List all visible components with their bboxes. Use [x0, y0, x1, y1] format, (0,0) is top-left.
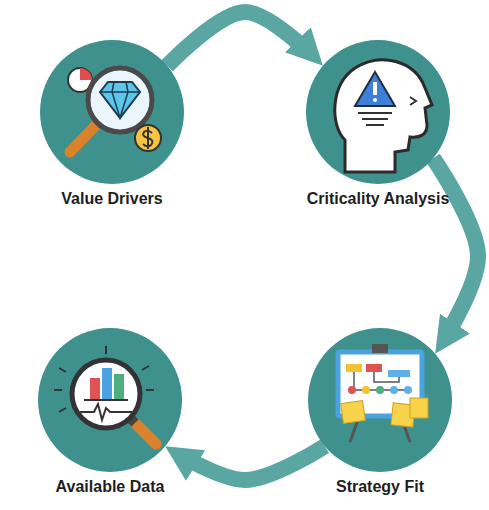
flow-dot [362, 386, 370, 394]
teal-circle: Criticality Analysis [306, 40, 450, 184]
lens-handle [134, 422, 156, 444]
flow-lines [352, 372, 410, 390]
coin-symbol [135, 125, 161, 151]
data-bar [90, 378, 100, 400]
teal-circle: Value Drivers [40, 40, 184, 184]
cycle-arrow [433, 158, 478, 353]
magnifier-lens [88, 68, 152, 132]
teal-circle: Strategy Fit [308, 328, 452, 472]
flow-dot [390, 386, 398, 394]
lens-handle [70, 124, 97, 152]
flow-dot [404, 386, 412, 394]
warning-mark [373, 82, 377, 95]
label-holder: Strategy Fit [336, 477, 424, 497]
board-clip [372, 344, 388, 353]
label-holder: Criticality Analysis [307, 189, 450, 209]
warning-triangle [355, 72, 395, 106]
flow-dot [348, 386, 356, 394]
criticality-icon [335, 60, 432, 172]
node-label: Available Data [56, 477, 165, 497]
flow-box [346, 364, 362, 372]
flow-dot [376, 386, 384, 394]
sticky-note [391, 403, 415, 427]
pulse-line [80, 404, 132, 420]
value-icon [68, 68, 161, 152]
cycle-arrow [167, 12, 323, 66]
diamond-symbol [100, 82, 140, 118]
node-label: Value Drivers [61, 189, 162, 209]
board-leg [400, 414, 410, 442]
flow-box [388, 370, 410, 377]
flow-box [366, 364, 382, 372]
warning-dot [373, 98, 377, 102]
signal-lines [358, 113, 392, 125]
data-bar [114, 374, 124, 400]
handle-joint [96, 117, 104, 125]
sticky-note [341, 401, 366, 424]
chart-baseline [84, 399, 128, 401]
data-bar [102, 368, 112, 400]
node-label: Strategy Fit [336, 477, 424, 497]
cycle-arrow [165, 446, 325, 480]
label-holder: Available Data [56, 477, 165, 497]
data-icon [54, 346, 156, 444]
scan-ticks [54, 346, 154, 412]
teal-circle: Available Data [38, 328, 182, 472]
strategy-icon [338, 344, 428, 442]
head-profile [335, 60, 432, 172]
eye-mark [410, 97, 416, 105]
sticky-note [410, 398, 428, 418]
handle-joint [127, 415, 135, 423]
currency-sign [143, 127, 152, 149]
label-holder: Value Drivers [61, 189, 162, 209]
pie-slice [80, 68, 92, 80]
node-label: Criticality Analysis [307, 189, 450, 209]
magnifier-lens [72, 360, 140, 428]
pie-chart [68, 68, 92, 92]
board-leg [350, 414, 360, 442]
plan-board [338, 352, 422, 416]
diamond-facets [100, 82, 140, 118]
